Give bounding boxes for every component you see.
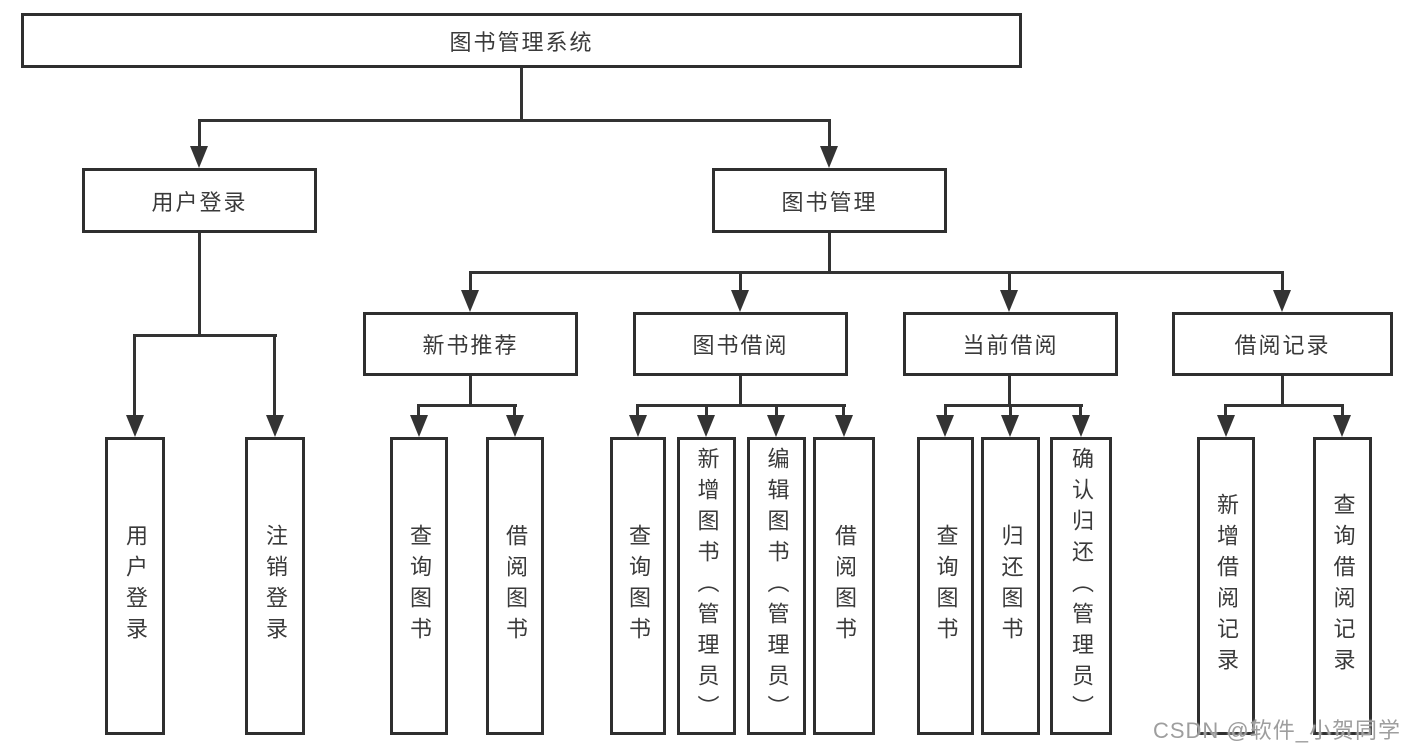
connector-stem-leaf	[775, 404, 778, 418]
leaf-confirm-return-admin: 确认归还（管理员）	[1050, 437, 1112, 735]
leaf-label: 注销登录	[263, 524, 288, 648]
connector-level3-split	[469, 271, 1284, 274]
leaf-label: 借阅图书	[503, 524, 528, 648]
leaf-query-borrow-record: 查询借阅记录	[1313, 437, 1372, 735]
arrow-down-icon	[767, 415, 785, 437]
leaf-label: 查询图书	[407, 524, 432, 648]
arrow-down-icon	[697, 415, 715, 437]
connector-group-trunk	[739, 376, 742, 407]
arrow-down-icon	[1273, 290, 1291, 312]
arrow-down-icon	[1000, 290, 1018, 312]
connector-group-trunk	[1008, 376, 1011, 407]
arrow-down-icon	[731, 290, 749, 312]
connector-group-split	[417, 404, 517, 407]
leaf-label: 编辑图书（管理员）	[764, 446, 790, 726]
connector-stem-leaf	[636, 404, 639, 418]
leaf-label: 查询借阅记录	[1330, 493, 1356, 679]
node-current-borrowing: 当前借阅	[903, 312, 1118, 376]
connector-root-trunk	[520, 68, 523, 122]
csdn-watermark: CSDN @软件_小贺同学	[1152, 718, 1401, 743]
node-new-book-recommendation: 新书推荐	[363, 312, 578, 376]
leaf-edit-books-admin: 编辑图书（管理员）	[747, 437, 806, 735]
connector-stem-leaf	[133, 334, 136, 417]
leaf-query-books-borrow: 查询图书	[610, 437, 666, 735]
leaf-label: 用户登录	[123, 524, 148, 648]
connector-group-split	[944, 404, 1083, 407]
connector-stem-leaf	[417, 404, 420, 418]
connector-stem-leaf	[944, 404, 947, 418]
arrow-down-icon	[629, 415, 647, 437]
connector-stem-current-borrow	[1008, 271, 1011, 294]
node-borrowing-records: 借阅记录	[1172, 312, 1393, 376]
connector-user-login-trunk	[198, 233, 201, 337]
leaf-add-books-admin: 新增图书（管理员）	[677, 437, 736, 735]
connector-stem-leaf	[705, 404, 708, 418]
connector-stem-book-borrow	[739, 271, 742, 294]
leaf-label: 查询图书	[933, 524, 959, 648]
arrow-down-icon	[820, 146, 838, 168]
connector-stem-leaf	[1079, 404, 1082, 418]
arrow-down-icon	[1001, 415, 1019, 437]
connector-stem-leaf	[1009, 404, 1012, 418]
connector-stem-leaf	[273, 334, 276, 417]
connector-stem-user-login	[198, 119, 201, 150]
connector-level2-split	[198, 119, 831, 122]
leaf-query-books-current: 查询图书	[917, 437, 974, 735]
leaf-label: 新增图书（管理员）	[694, 446, 720, 726]
arrow-down-icon	[1217, 415, 1235, 437]
leaf-label: 新增借阅记录	[1214, 493, 1239, 679]
connector-group-trunk	[1281, 376, 1284, 407]
connector-user-login-split	[133, 334, 277, 337]
arrow-down-icon	[1072, 415, 1090, 437]
leaf-logout: 注销登录	[245, 437, 305, 735]
arrow-down-icon	[835, 415, 853, 437]
node-book-borrowing: 图书借阅	[633, 312, 848, 376]
connector-stem-leaf	[1224, 404, 1227, 418]
arrow-down-icon	[936, 415, 954, 437]
connector-group-split	[1224, 404, 1344, 407]
connector-stem-leaf	[1341, 404, 1344, 418]
leaf-label: 查询图书	[626, 524, 651, 648]
node-library-management-system: 图书管理系统	[21, 13, 1022, 68]
arrow-down-icon	[506, 415, 524, 437]
leaf-user-login: 用户登录	[105, 437, 165, 735]
leaf-add-borrow-record: 新增借阅记录	[1197, 437, 1255, 735]
connector-stem-leaf	[513, 404, 516, 418]
leaf-label: 借阅图书	[832, 524, 857, 648]
arrow-down-icon	[410, 415, 428, 437]
connector-group-trunk	[469, 376, 472, 407]
node-user-login: 用户登录	[82, 168, 317, 233]
connector-book-management-trunk	[828, 233, 831, 274]
arrow-down-icon	[190, 146, 208, 168]
connector-stem-book-management	[828, 119, 831, 150]
connector-stem-leaf	[842, 404, 845, 418]
arrow-down-icon	[1333, 415, 1351, 437]
leaf-query-books-recommend: 查询图书	[390, 437, 448, 735]
arrow-down-icon	[126, 415, 144, 437]
node-book-management: 图书管理	[712, 168, 947, 233]
connector-group-split	[636, 404, 846, 407]
arrow-down-icon	[266, 415, 284, 437]
connector-stem-borrow-records	[1281, 271, 1284, 294]
leaf-borrow-books-recommend: 借阅图书	[486, 437, 544, 735]
leaf-label: 归还图书	[998, 524, 1024, 648]
leaf-return-books: 归还图书	[981, 437, 1040, 735]
leaf-label: 确认归还（管理员）	[1069, 446, 1094, 726]
arrow-down-icon	[461, 290, 479, 312]
connector-stem-new-book	[469, 271, 472, 294]
leaf-borrow-books: 借阅图书	[813, 437, 875, 735]
